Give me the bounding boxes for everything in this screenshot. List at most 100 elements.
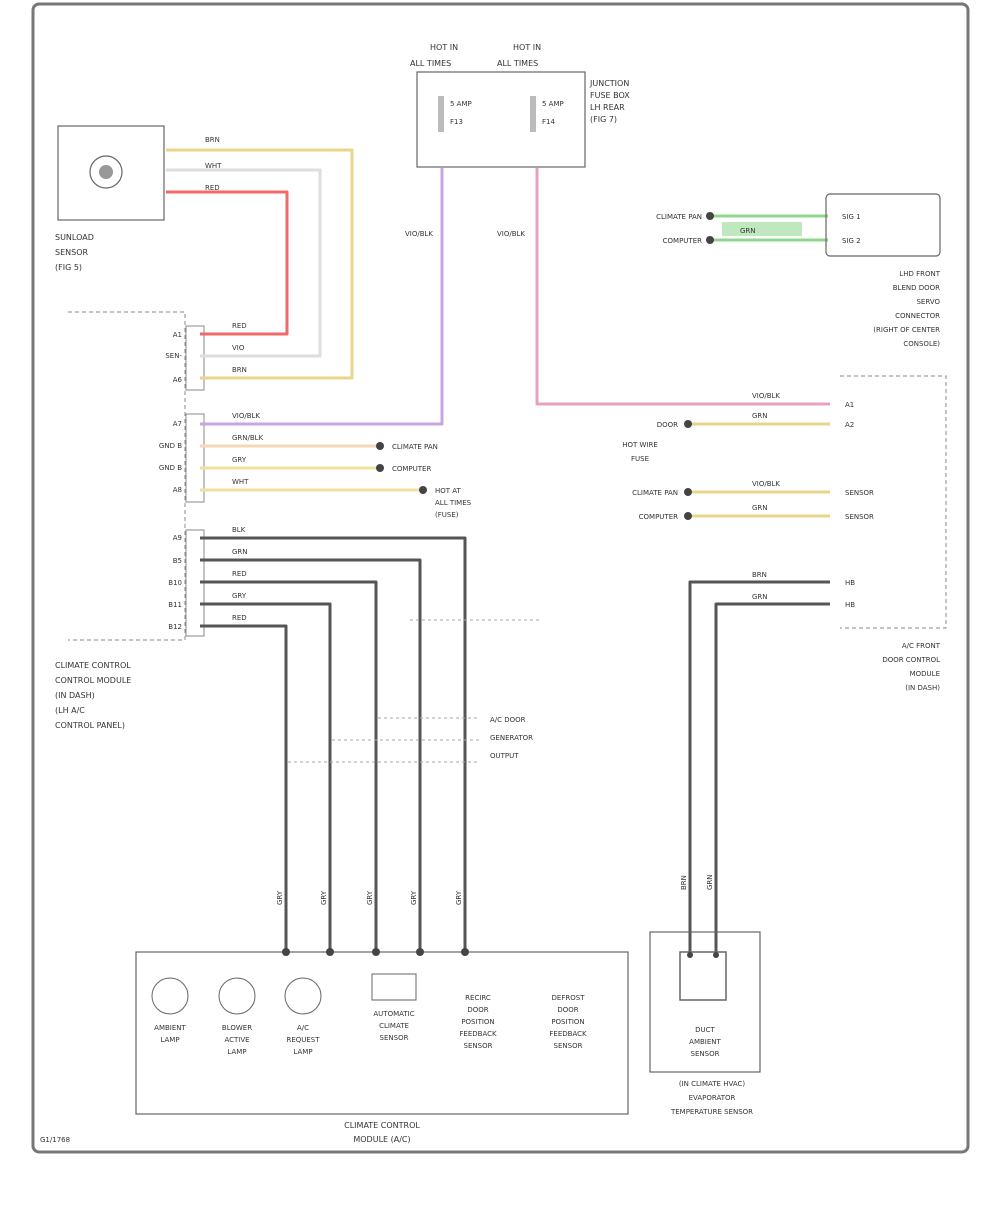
wire-gray-1 [200, 536, 467, 950]
left-branch-terminals: CLIMATE PAN COMPUTER HOT AT ALL TIMES (F… [376, 442, 472, 519]
terminal-dot [684, 488, 692, 496]
sensor-label: AMBIENT [689, 1038, 721, 1046]
wire-label: GRY [276, 890, 284, 905]
component-label: A/C [297, 1024, 309, 1032]
bottom-wire-labels: GRY GRY GRY GRY GRY [276, 890, 463, 905]
page-code: G1/1768 [40, 1136, 70, 1144]
pin-label: GND B [159, 442, 182, 450]
bottom-climate-module: AMBIENT LAMP BLOWER ACTIVE LAMP A/C REQU… [135, 948, 629, 1144]
connector-box [825, 193, 941, 257]
sunload-sensor-icon [89, 155, 123, 189]
branch-label: CLIMATE PAN [392, 443, 438, 451]
fuse-right-header2: ALL TIMES [497, 59, 538, 68]
fuse-right-rating: 5 AMP [542, 100, 564, 108]
fuse-box-outline [416, 71, 586, 168]
wire-label: VIO/BLK [405, 230, 433, 238]
climate-module-wire-labels: RED VIO BRN VIO/BLK GRN/BLK GRY WHT BLK … [232, 322, 264, 622]
pin-label: A2 [845, 421, 854, 429]
terminal-dot [419, 486, 427, 494]
component-label: REQUEST [286, 1036, 320, 1044]
wire-label: GRY [366, 890, 374, 905]
component-label: FEEDBACK [459, 1030, 497, 1038]
climate-control-module: CLIMATE CONTROL CONTROL MODULE (IN DASH)… [55, 311, 205, 730]
diagram-frame [31, 2, 970, 1154]
wire-gray-4 [200, 602, 332, 950]
wire-label: GRY [455, 890, 463, 905]
fuse-box-label-4: (FIG 7) [590, 115, 617, 124]
branch-label: (FUSE) [435, 511, 459, 519]
fuse-wire-labels: VIO/BLK VIO/BLK [405, 230, 525, 238]
sunload-sensor: SUNLOAD SENSOR (FIG 5) BRN WHT RED [55, 125, 222, 272]
pin-label: HB [845, 601, 855, 609]
component-label: LAMP [293, 1048, 312, 1056]
component-label: DOOR [557, 1006, 578, 1014]
connector-label: A/C FRONT [902, 642, 941, 650]
wire-sunload-red [166, 190, 289, 336]
connector-block [185, 413, 205, 503]
climate-module-label-3: (IN DASH) [55, 691, 95, 700]
pin-label: B12 [168, 623, 182, 631]
pin-label: GND B [159, 464, 182, 472]
wire-label: GRY [232, 456, 247, 464]
pin-label: SENSOR [845, 489, 874, 497]
wire-pink-fuse [535, 168, 830, 406]
fuse-right-icon [530, 96, 536, 132]
connector-outline [840, 375, 947, 629]
terminal-dot [461, 948, 469, 956]
connector-block [185, 325, 205, 391]
sunload-wire-3: RED [205, 184, 220, 192]
pin-label: SIG 1 [842, 213, 861, 221]
component-label: POSITION [551, 1018, 584, 1026]
lamp-icon [284, 977, 322, 1015]
wire-tag-green [722, 222, 802, 236]
pin-label: B11 [168, 601, 182, 609]
sensor-box [649, 931, 761, 1073]
wire-label: RED [232, 570, 247, 578]
bottom-right-sensor: BRN GRN DUCT AMBIENT SENSOR (IN CLIMATE … [649, 874, 761, 1116]
connector-label: SERVO [916, 298, 940, 306]
sensor-label: DUCT [695, 1026, 715, 1034]
terminal-dot [372, 948, 380, 956]
sunload-label-2: SENSOR [55, 248, 88, 257]
component-label: POSITION [461, 1018, 494, 1026]
sensor-icon [679, 951, 727, 1001]
source-label: COMPUTER [639, 513, 678, 521]
wire-label: GRY [232, 592, 247, 600]
wire-label: GRN [752, 593, 768, 601]
module-label: MODULE (A/C) [353, 1135, 410, 1144]
component-label: AMBIENT [154, 1024, 186, 1032]
wire-label: RED [232, 614, 247, 622]
terminal-dot [684, 420, 692, 428]
terminal-dot [326, 948, 334, 956]
fuse-box-label-2: FUSE BOX [590, 91, 630, 100]
climate-module-label-4: (LH A/C [55, 706, 85, 715]
pin-label: A1 [173, 331, 182, 339]
climate-module-pin-labels: A1 SEN- A6 A7 GND B GND B A8 A9 B5 B10 B… [159, 331, 183, 631]
source-label: COMPUTER [663, 237, 702, 245]
side-label: FUSE [631, 455, 649, 463]
climate-module-label-2: CONTROL MODULE [55, 676, 131, 685]
fuse-left-rating: 5 AMP [450, 100, 472, 108]
wire-label: BRN [752, 571, 767, 579]
wire-label: GRN [752, 504, 768, 512]
component-label: DEFROST [552, 994, 586, 1002]
wire-label: VIO [232, 344, 245, 352]
climate-module-outline [68, 311, 186, 641]
terminal-dot [706, 236, 714, 244]
splice-label: GENERATOR [490, 734, 533, 742]
component-label: ACTIVE [224, 1036, 249, 1044]
sunload-sensor-box [57, 125, 165, 221]
module-box [135, 951, 629, 1115]
side-label: DOOR [657, 421, 678, 429]
terminal-dot [687, 952, 693, 958]
lamp-icon [151, 977, 189, 1015]
sunload-wire-2: WHT [205, 162, 222, 170]
pin-label: A1 [845, 401, 854, 409]
component-label: SENSOR [380, 1034, 409, 1042]
terminal-dot [282, 948, 290, 956]
wire-label: BLK [232, 526, 246, 534]
fuse-left-header: HOT IN [430, 43, 458, 52]
junction-fuse-box: HOT IN ALL TIMES HOT IN ALL TIMES 5 AMP … [410, 43, 630, 168]
component-label: SENSOR [464, 1042, 493, 1050]
splice-label: A/C DOOR [490, 716, 526, 724]
